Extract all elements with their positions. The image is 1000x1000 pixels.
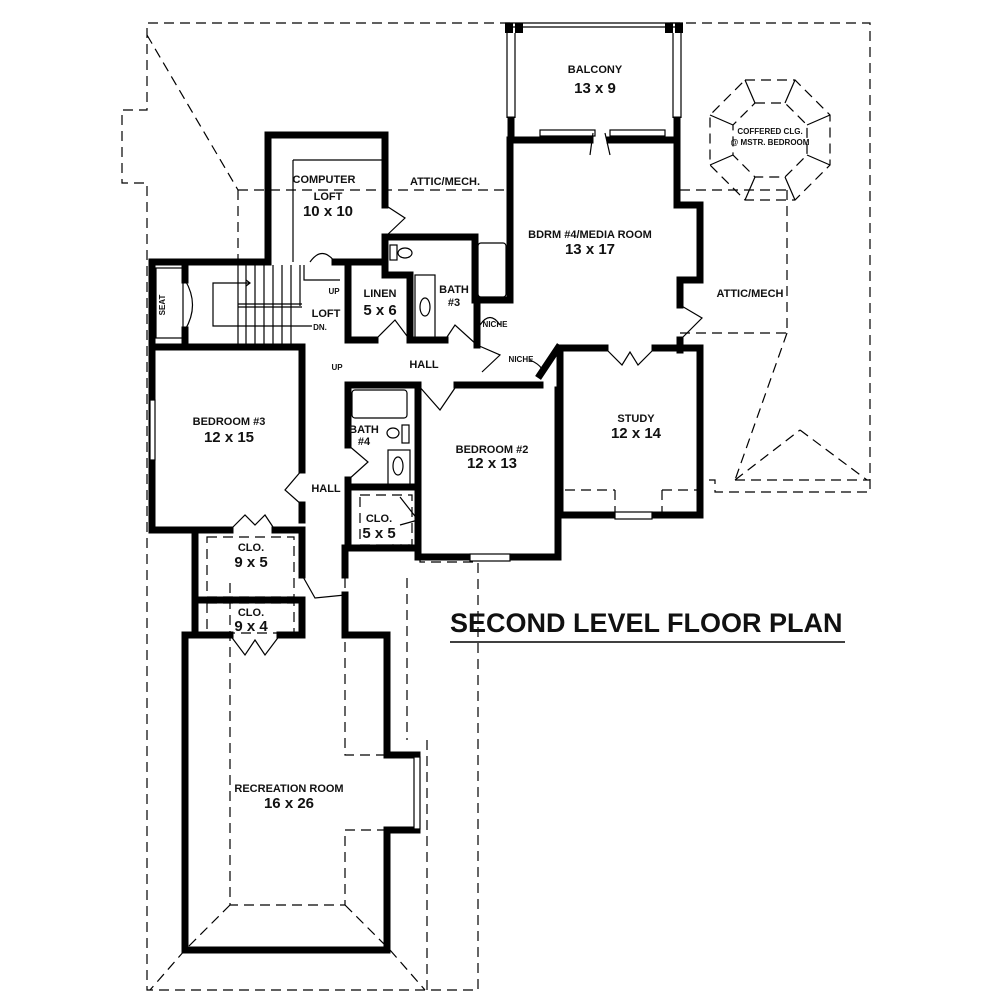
staircase — [155, 265, 340, 345]
door-swings — [229, 132, 703, 657]
study-size: 12 x 14 — [611, 425, 662, 442]
bedroom2-size: 12 x 13 — [467, 455, 517, 472]
walls — [148, 131, 704, 954]
seat-label: SEAT — [158, 295, 167, 316]
coffered-label-1: COFFERED CLG. — [737, 127, 802, 136]
room-labels: BALCONY 13 x 9 COFFERED CLG. @ MSTR. BED… — [158, 64, 810, 812]
clo-9x4-name: CLO. — [238, 607, 264, 619]
study-name: STUDY — [617, 413, 655, 425]
bedroom3-name: BEDROOM #3 — [193, 416, 266, 428]
fixtures — [206, 242, 697, 634]
bath4-name-1: BATH — [349, 424, 379, 436]
niche-label-2: NICHE — [509, 355, 535, 364]
linen-size: 5 x 6 — [363, 302, 396, 319]
loft-name: LOFT — [312, 308, 341, 320]
stair-up-label: UP — [328, 287, 340, 296]
hall-upper-label: HALL — [409, 359, 439, 371]
bdrm4-name: BDRM #4/MEDIA ROOM — [528, 229, 652, 241]
bath4-name-2: #4 — [358, 436, 371, 448]
hall-up-label: UP — [331, 363, 343, 372]
balcony-outline — [505, 22, 683, 142]
plan-title: SECOND LEVEL FLOOR PLAN — [450, 608, 843, 638]
hall-lower-label: HALL — [311, 483, 341, 495]
windows — [149, 129, 666, 830]
bedroom3-size: 12 x 15 — [204, 429, 254, 446]
balcony-name: BALCONY — [568, 64, 623, 76]
balcony-size: 13 x 9 — [574, 80, 616, 97]
coffered-ceiling-octagon — [709, 79, 831, 201]
niche-label-1: NICHE — [483, 320, 509, 329]
attic-top-label: ATTIC/MECH. — [410, 176, 480, 188]
clo-9x4-size: 9 x 4 — [234, 618, 268, 635]
bdrm4-size: 13 x 17 — [565, 241, 615, 258]
coffered-label-2: @ MSTR. BEDROOM — [731, 138, 810, 147]
computer-loft-name-2: LOFT — [314, 191, 343, 203]
bedroom2-name: BEDROOM #2 — [456, 444, 529, 456]
roof-outline — [121, 22, 871, 991]
bath3-name-1: BATH — [439, 284, 469, 296]
clo-5x5-size: 5 x 5 — [362, 525, 395, 542]
clo-5x5-name: CLO. — [366, 513, 392, 525]
clo-9x5-size: 9 x 5 — [234, 554, 267, 571]
stair-dn-label: DN. — [313, 323, 327, 332]
computer-loft-name-1: COMPUTER — [293, 174, 356, 186]
bath3-name-2: #3 — [448, 297, 460, 309]
computer-loft-size: 10 x 10 — [303, 203, 353, 220]
recreation-name: RECREATION ROOM — [234, 783, 343, 795]
attic-right-label: ATTIC/MECH — [716, 288, 783, 300]
recreation-size: 16 x 26 — [264, 795, 314, 812]
clo-9x5-name: CLO. — [238, 542, 264, 554]
linen-name: LINEN — [364, 288, 397, 300]
